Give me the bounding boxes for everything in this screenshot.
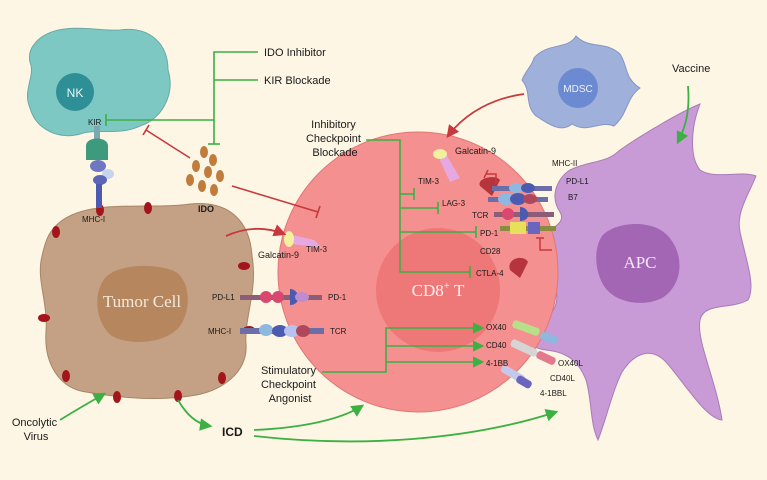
ido-molecules xyxy=(186,146,224,196)
apc-label: APC xyxy=(623,253,656,272)
apc-nucleus xyxy=(596,223,680,303)
nk-label: NK xyxy=(67,86,84,100)
antigen-dot xyxy=(218,372,226,384)
tumor-nucleus xyxy=(97,265,188,342)
stimulatory-bracket xyxy=(322,322,485,373)
stimulatory-line-2: Checkpoint xyxy=(261,379,316,391)
mdsc-cell: MDSC xyxy=(521,35,641,129)
icd-apc-arrow xyxy=(253,409,559,443)
pdl1-apc-label: PD-L1 xyxy=(566,177,589,186)
mhc1-nk-label: MHC-I xyxy=(82,215,105,224)
lag3-label: LAG-3 xyxy=(442,199,466,208)
tim3-tumor-label: TIM-3 xyxy=(306,245,327,254)
galectin9-tumor-label: Galcatin-9 xyxy=(258,250,299,260)
cd8-label-main: CD8 xyxy=(412,281,444,300)
ox40-label: OX40 xyxy=(486,323,507,332)
inhibitory-line-3: Blockade xyxy=(312,147,357,159)
mdsc-label: MDSC xyxy=(563,84,592,95)
ctla4-label: CTLA-4 xyxy=(476,269,504,278)
kir-label: KIR xyxy=(88,118,102,127)
pdl1-tumor-label: PD-L1 xyxy=(212,293,235,302)
mhc1-tcr-complex xyxy=(240,324,324,337)
4-1bbl-label: 4-1BBL xyxy=(540,389,567,398)
kir-mhc1-complex xyxy=(86,126,114,208)
antigen-dot xyxy=(144,202,152,214)
vaccine-arrow xyxy=(676,85,690,145)
oncolytic-line-2: Virus xyxy=(24,431,49,443)
pd1-label: PD-1 xyxy=(480,229,499,238)
antigen-dot xyxy=(238,262,250,270)
cd8-label-sup: + xyxy=(444,280,450,292)
lag3-mhc2-complex xyxy=(488,193,548,205)
pd1-pdl1-apc-complex xyxy=(494,207,554,221)
4-1bb-4-1bbl-complex xyxy=(500,365,532,389)
kir-blockade-label: KIR Blockade xyxy=(264,75,331,87)
b7-label: B7 xyxy=(568,193,578,202)
nk-cell: NK xyxy=(26,27,171,137)
antigen-dot xyxy=(113,391,121,403)
oncolytic-label: Oncolytic Virus xyxy=(12,417,60,443)
galectin9-mdsc xyxy=(433,149,460,182)
stimulatory-line-3: Angonist xyxy=(269,393,312,405)
icd-label: ICD xyxy=(222,425,243,439)
cd40-label: CD40 xyxy=(486,341,507,350)
tcr-mhc2-complex xyxy=(492,183,552,193)
ox40l-label: OX40L xyxy=(558,359,583,368)
oncolytic-arrow xyxy=(59,392,107,421)
ctla4-receptor xyxy=(509,257,528,278)
pd1-tumor-label: PD-1 xyxy=(328,293,347,302)
cd8-label-suffix: T xyxy=(450,281,465,300)
cd28-b7-complex xyxy=(500,222,556,234)
mdsc-galectin-arrow xyxy=(446,93,525,139)
tcr-tumor-label: TCR xyxy=(330,327,347,336)
ido-inhibit-lines xyxy=(142,124,321,219)
antigen-dot xyxy=(174,390,182,402)
oncolytic-line-1: Oncolytic xyxy=(12,417,58,429)
tumor-label: Tumor Cell xyxy=(103,292,182,311)
ctla4-block-line xyxy=(536,237,552,251)
vaccine-label: Vaccine xyxy=(672,63,710,75)
tumor-cell: Tumor Cell xyxy=(38,202,255,403)
cd8-nucleus xyxy=(376,228,500,352)
inhibitory-line-2: Checkpoint xyxy=(306,133,361,145)
4-1bb-label: 4-1BB xyxy=(486,359,508,368)
tim3-receptor xyxy=(479,177,500,196)
ido-kir-bracket xyxy=(105,51,258,145)
apc-block-line xyxy=(483,169,497,184)
nk-nucleus xyxy=(56,73,94,111)
ido-label: IDO xyxy=(198,204,214,214)
galectin9-tim3-tumor xyxy=(284,231,322,248)
antigen-dot xyxy=(62,370,70,382)
tumor-galectin-arrow xyxy=(225,224,287,237)
antigen-dot xyxy=(52,226,60,238)
mdsc-nucleus xyxy=(558,68,598,108)
cd28-label: CD28 xyxy=(480,247,501,256)
inhibitory-bracket xyxy=(366,139,477,278)
tcr-label: TCR xyxy=(472,211,489,220)
cd40l-label: CD40L xyxy=(550,374,575,383)
stimulatory-line-1: Stimulatory xyxy=(261,365,317,377)
inhibitory-line-1: Inhibitory xyxy=(311,119,356,131)
cd8-label: CD8+ T xyxy=(412,280,465,300)
cd40-cd40l-complex xyxy=(510,339,556,365)
inhibitory-label: Inhibitory Checkpoint Blockade xyxy=(306,119,364,159)
apc-cell: APC xyxy=(526,103,757,442)
ido-inhibitor-label: IDO Inhibitor xyxy=(264,47,326,59)
galectin9-mdsc-label: Galcatin-9 xyxy=(455,146,496,156)
stimulatory-label: Stimulatory Checkpoint Angonist xyxy=(261,365,319,405)
ox40-ox40l-complex xyxy=(512,320,558,344)
pdl1-pd1-complex xyxy=(240,289,322,305)
mhc1-tumor-label: MHC-I xyxy=(208,327,231,336)
icd-t-cell-arrow xyxy=(253,404,365,431)
tim3-label: TIM-3 xyxy=(418,177,439,186)
antigen-dot xyxy=(38,314,50,322)
tumor-icd-arrow xyxy=(177,399,213,431)
mhc2-label: MHC-II xyxy=(552,159,577,168)
